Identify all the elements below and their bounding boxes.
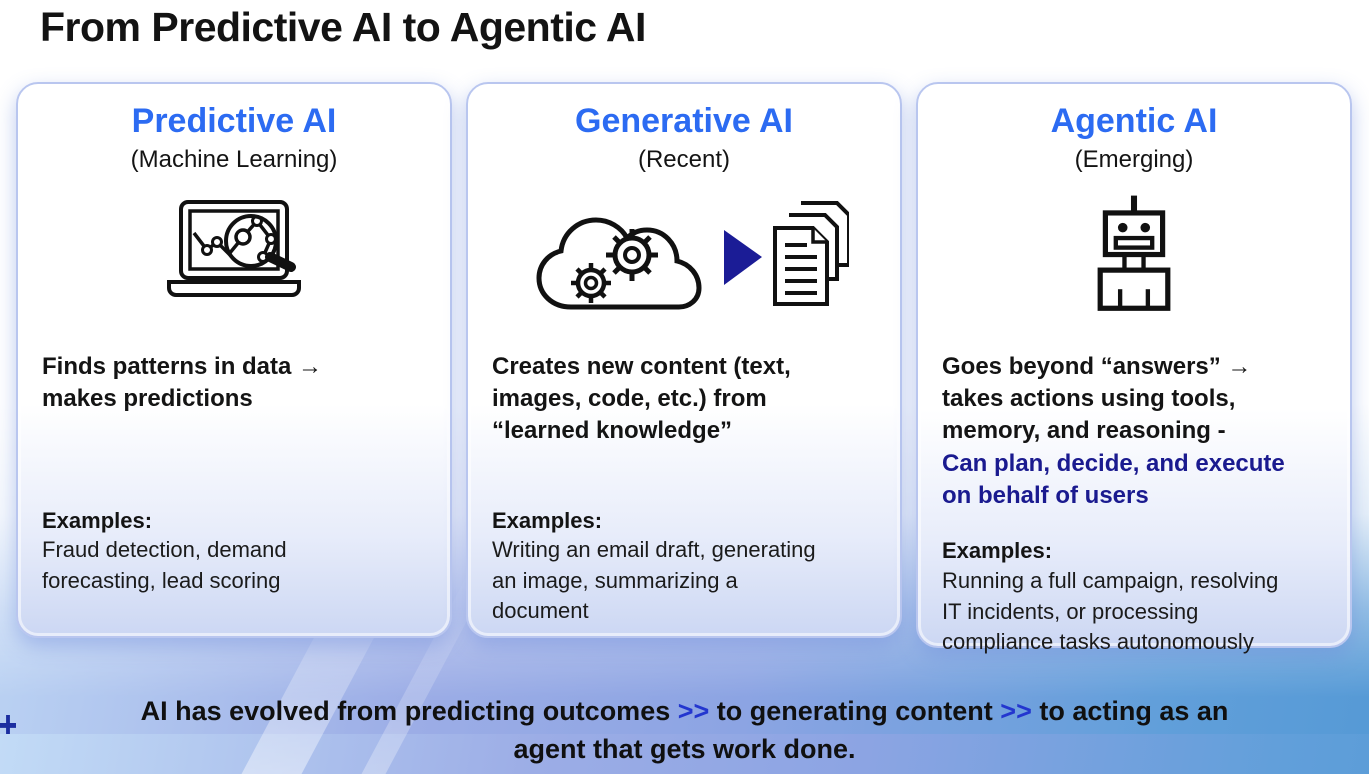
laptop-analytics-magnifier-icon — [42, 183, 426, 333]
cloud-gears-to-documents-icon — [492, 183, 876, 333]
examples-text: Fraud detection, demand forecasting, lea… — [42, 537, 287, 593]
card-description: Finds patterns in data → makes predictio… — [42, 352, 323, 412]
cards-row: Predictive AI (Machine Learning) Finds p… — [16, 82, 1353, 654]
card-highlight: Can plan, decide, and execute on behalf … — [942, 449, 1285, 510]
card-title: Agentic AI — [1050, 102, 1218, 140]
chevron-separator: >> — [677, 696, 710, 727]
card-description: Creates new content (text, images, code,… — [492, 352, 791, 445]
examples-label: Examples: — [492, 507, 603, 533]
examples-text: Writing an email draft, generating an im… — [492, 537, 816, 623]
robot-icon — [942, 183, 1326, 333]
card-predictive-ai: Predictive AI (Machine Learning) Finds p… — [16, 82, 452, 638]
chevron-separator: >> — [1000, 696, 1032, 727]
examples-label: Examples: — [942, 538, 1053, 564]
examples-label: Examples: — [42, 507, 153, 533]
footer-takeaway: AI has evolved from predicting outcomes … — [0, 656, 1369, 768]
slide-title: From Predictive AI to Agentic AI — [40, 4, 646, 50]
card-subtitle: (Machine Learning) — [130, 145, 338, 173]
card-title: Generative AI — [575, 102, 793, 140]
card-description: Goes beyond “answers” → takes actions us… — [942, 352, 1252, 445]
card-generative-ai: Generative AI (Recent) — [466, 82, 902, 638]
card-subtitle: (Emerging) — [1074, 145, 1194, 173]
card-title: Predictive AI — [131, 102, 337, 140]
footer-text: AI has evolved from predicting outcomes — [140, 696, 678, 727]
card-agentic-ai: Agentic AI (Emerging) Goes beyond “answe… — [916, 82, 1352, 654]
footer-text: to generating content — [709, 696, 1001, 727]
card-subtitle: (Recent) — [637, 145, 731, 173]
examples-text: Running a full campaign, resolving IT in… — [942, 568, 1279, 654]
